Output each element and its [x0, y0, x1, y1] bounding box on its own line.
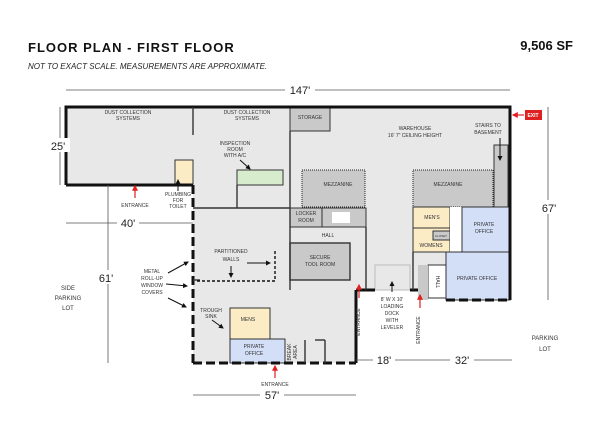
loading-label: LEVELER	[381, 325, 404, 331]
private-office-left	[229, 338, 286, 364]
entrance-label: ENTRANCE	[121, 203, 149, 209]
loading-label: 8' W X 10'	[381, 297, 404, 303]
parking-label: PARKING	[532, 336, 559, 342]
break-area-label: AREA	[293, 345, 299, 359]
storage-label: STORAGE	[298, 115, 323, 121]
partitioned-label: WALLS	[223, 257, 240, 263]
inspection-label: INSPECTION	[220, 141, 251, 147]
locker-label: LOCKER	[296, 211, 317, 217]
mens-label: MENS	[241, 317, 256, 323]
square-footage: 9,506 SF	[520, 38, 573, 53]
loading-label: LOADING	[381, 304, 404, 310]
mezzanine-label: MEZZANINE	[434, 182, 464, 188]
side-parking-label: SIDE	[61, 286, 75, 292]
warehouse-label: WAREHOUSE	[399, 126, 432, 132]
mezzanine-2	[412, 169, 494, 208]
mens-right-label: MEN'S	[424, 215, 440, 221]
window-covers-label: ROLL-UP	[141, 276, 163, 282]
locker-label: ROOM	[298, 218, 314, 224]
mens-left	[229, 307, 271, 340]
mezzanine-1	[301, 169, 366, 208]
hall-label: HALL	[434, 276, 440, 289]
dust-collection-label: DUST COLLECTION	[224, 110, 271, 116]
mezzanine-label: MEZZANINE	[324, 182, 354, 188]
dust-collection-label: SYSTEMS	[116, 116, 141, 122]
stairs-to-basement	[493, 144, 509, 208]
plumbing-label: TOILET	[169, 204, 186, 210]
dim-top: 147'	[290, 85, 310, 97]
window-covers-label: WINDOW	[141, 283, 163, 289]
warehouse-ceiling-label: 16' 7" CEILING HEIGHT	[388, 133, 442, 139]
break-area-label: BREAK	[287, 343, 293, 361]
hall-gap	[450, 207, 462, 252]
dim-bottom: 57'	[265, 390, 279, 402]
womens-label: WOMENS	[419, 243, 443, 249]
office-label: OFFICE	[245, 351, 264, 357]
dim-left-wing: 25'	[51, 141, 65, 153]
exit-label: EXIT	[527, 113, 538, 119]
plumbing-label: FOR	[173, 198, 184, 204]
secure-tool-room	[289, 242, 351, 281]
trough-label: TROUGH	[200, 308, 222, 314]
dock-stairs	[418, 265, 428, 300]
office-label: PRIVATE OFFICE	[457, 276, 498, 282]
stairs-basement-label: STAIRS TO	[475, 123, 501, 129]
office-label: OFFICE	[475, 229, 494, 235]
inspection-label: ROOM	[227, 147, 243, 153]
side-parking-label: PARKING	[55, 296, 82, 302]
dim-dock: 18'	[377, 355, 391, 367]
page-title: FLOOR PLAN - FIRST FLOOR	[28, 40, 235, 55]
exit-sign	[525, 110, 542, 120]
scale-note: NOT TO EXACT SCALE. MEASUREMENTS ARE APP…	[28, 62, 268, 71]
stairs-basement-label: BASEMENT	[474, 130, 502, 136]
dust-collection-label: SYSTEMS	[235, 116, 260, 122]
inspection-room	[236, 169, 284, 186]
loading-label: WITH	[386, 318, 399, 324]
trough-label: SINK	[205, 314, 217, 320]
dim-right: 67'	[542, 203, 556, 215]
closet-label: CLOSET	[435, 234, 447, 238]
window-covers-label: COVERS	[141, 290, 163, 296]
entrance-label: ENTRANCE	[356, 308, 362, 336]
inspection-label: WITH A/C	[224, 153, 247, 159]
dim-wing-width: 40'	[121, 218, 135, 230]
office-label: PRIVATE	[244, 344, 265, 350]
stairs	[332, 212, 350, 223]
window-covers-label: METAL	[144, 269, 161, 275]
partition-walls	[197, 250, 276, 282]
dim-left-main: 61'	[99, 273, 113, 285]
hall-label: HALL	[322, 233, 335, 239]
entrance-label: ENTRANCE	[416, 316, 422, 344]
loading-label: DOCK	[385, 311, 400, 317]
secure-tool-label: TOOL ROOM	[305, 262, 335, 268]
plumbing-label: PLUMBING	[165, 192, 191, 198]
parking-label: LOT	[539, 347, 551, 353]
dust-collection-label: DUST COLLECTION	[105, 110, 152, 116]
side-parking-label: LOT	[62, 306, 74, 312]
entrance-label: ENTRANCE	[261, 382, 289, 388]
partitioned-label: PARTITIONED	[214, 249, 248, 255]
office-label: PRIVATE	[474, 222, 495, 228]
secure-tool-label: SECURE	[310, 255, 332, 261]
dim-right-bottom: 32'	[455, 355, 469, 367]
